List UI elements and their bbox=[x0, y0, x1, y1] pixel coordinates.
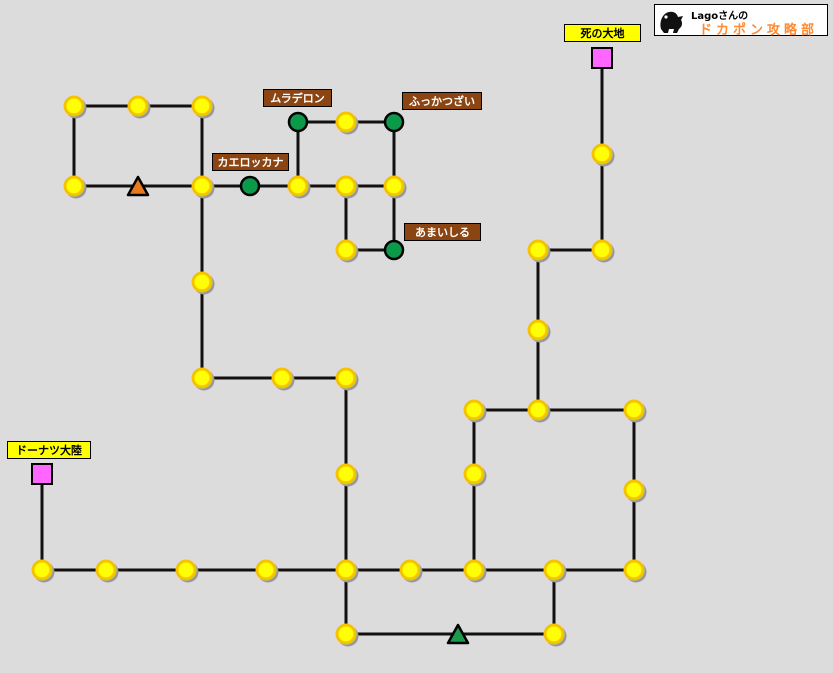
label-amaishiru: あまいしる bbox=[404, 223, 481, 241]
orange-triangle-space[interactable] bbox=[126, 175, 150, 197]
space[interactable] bbox=[255, 559, 277, 581]
space[interactable] bbox=[335, 559, 357, 581]
label-fukkatsuzai: ふっかつざい bbox=[402, 92, 482, 110]
space[interactable] bbox=[543, 623, 565, 645]
town-shi-no-daichi[interactable] bbox=[591, 47, 613, 69]
space[interactable] bbox=[623, 559, 645, 581]
paths bbox=[40, 58, 636, 636]
label-kaerokkana: カエロッカナ bbox=[212, 153, 289, 171]
space[interactable] bbox=[191, 95, 213, 117]
space[interactable] bbox=[127, 95, 149, 117]
space[interactable] bbox=[591, 239, 613, 261]
space[interactable] bbox=[527, 319, 549, 341]
space[interactable] bbox=[63, 175, 85, 197]
space[interactable] bbox=[63, 95, 85, 117]
space[interactable] bbox=[623, 399, 645, 421]
space[interactable] bbox=[463, 463, 485, 485]
green-triangle-space[interactable] bbox=[446, 623, 470, 645]
space[interactable] bbox=[95, 559, 117, 581]
label-muradelon: ムラデロン bbox=[263, 89, 332, 107]
space[interactable] bbox=[527, 239, 549, 261]
space[interactable] bbox=[543, 559, 565, 581]
space[interactable] bbox=[191, 175, 213, 197]
space[interactable] bbox=[383, 175, 405, 197]
item-space-muradelon[interactable] bbox=[287, 111, 309, 133]
space[interactable] bbox=[335, 463, 357, 485]
space[interactable] bbox=[31, 559, 53, 581]
yellow-spaces bbox=[31, 95, 645, 645]
label-shi-no-daichi: 死の大地 bbox=[564, 24, 641, 42]
space[interactable] bbox=[175, 559, 197, 581]
town-donuts-tairiku[interactable] bbox=[31, 463, 53, 485]
space[interactable] bbox=[191, 367, 213, 389]
item-spaces bbox=[239, 111, 405, 261]
space[interactable] bbox=[335, 239, 357, 261]
item-space-amaishiru[interactable] bbox=[383, 239, 405, 261]
site-logo[interactable]: Lagoさんの ドカポン攻略部 bbox=[654, 4, 828, 38]
space[interactable] bbox=[335, 623, 357, 645]
label-donuts-tairiku: ドーナツ大陸 bbox=[7, 441, 91, 459]
space[interactable] bbox=[271, 367, 293, 389]
space[interactable] bbox=[399, 559, 421, 581]
space[interactable] bbox=[591, 143, 613, 165]
space[interactable] bbox=[623, 479, 645, 501]
space[interactable] bbox=[191, 271, 213, 293]
logo-line1: Lagoさんの bbox=[691, 11, 749, 22]
space[interactable] bbox=[335, 175, 357, 197]
space[interactable] bbox=[463, 399, 485, 421]
space[interactable] bbox=[463, 559, 485, 581]
logo-line2: ドカポン攻略部 bbox=[699, 23, 819, 38]
space[interactable] bbox=[335, 111, 357, 133]
item-space-kaerokkana[interactable] bbox=[239, 175, 261, 197]
item-space-fukkatsuzai[interactable] bbox=[383, 111, 405, 133]
creature-logo-icon bbox=[660, 11, 683, 33]
space[interactable] bbox=[527, 399, 549, 421]
space[interactable] bbox=[335, 367, 357, 389]
space[interactable] bbox=[287, 175, 309, 197]
